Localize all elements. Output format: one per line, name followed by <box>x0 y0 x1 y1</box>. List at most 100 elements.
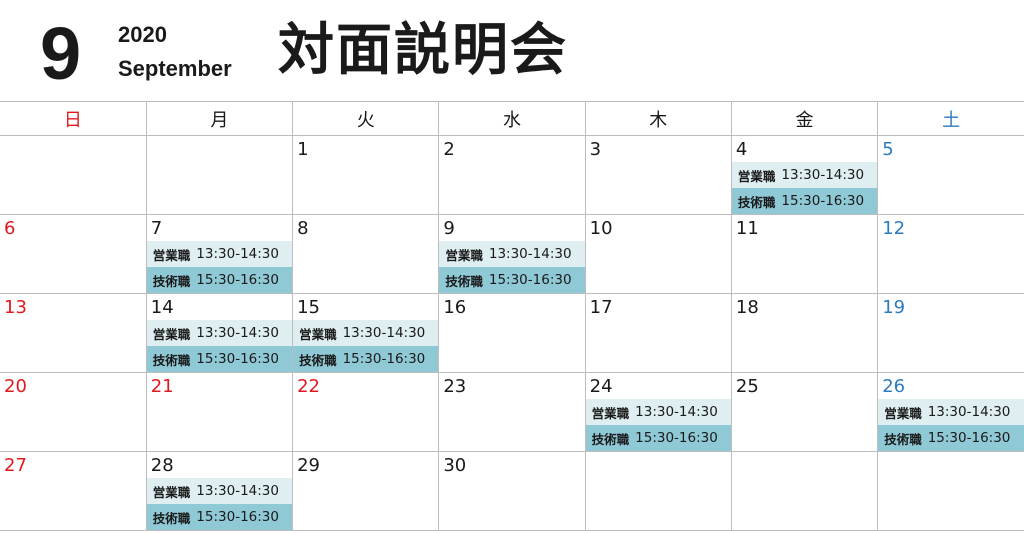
calendar-day-cell[interactable]: 23 <box>438 372 586 452</box>
calendar-day-cell <box>584 451 732 531</box>
weekday-monday: 月 <box>145 101 294 136</box>
event-label: 技術職 <box>591 431 630 447</box>
calendar-day-cell <box>877 451 1024 531</box>
calendar-day-cell[interactable]: 1 <box>292 135 440 215</box>
sales-event[interactable]: 営業職 13:30-14:30 <box>293 320 439 346</box>
calendar-day-cell[interactable]: 17 <box>584 293 732 373</box>
weekday-saturday: 土 <box>877 101 1024 136</box>
day-number: 9 <box>443 218 455 239</box>
calendar-day-cell[interactable]: 19 <box>877 293 1024 373</box>
calendar-day-cell[interactable]: 10 <box>584 214 732 294</box>
day-number: 17 <box>589 297 613 318</box>
calendar-day-cell[interactable]: 15 営業職 13:30-14:30 技術職 15:30-16:30 <box>292 293 440 373</box>
calendar-day-cell[interactable]: 21 <box>145 372 294 452</box>
calendar-day-cell[interactable]: 20 <box>0 372 147 452</box>
day-number: 8 <box>297 218 309 239</box>
day-number: 24 <box>589 376 613 397</box>
sales-event[interactable]: 営業職 13:30-14:30 <box>731 162 878 188</box>
calendar-day-cell[interactable]: 12 <box>877 214 1024 294</box>
event-label: 技術職 <box>152 352 191 368</box>
day-number: 19 <box>882 297 906 318</box>
day-number: 13 <box>4 297 27 318</box>
weekday-tuesday: 火 <box>292 101 440 136</box>
sales-event[interactable]: 営業職 13:30-14:30 <box>878 399 1024 425</box>
event-time: 15:30-16:30 <box>927 430 1011 446</box>
event-label: 営業職 <box>591 405 630 421</box>
calendar-day-cell[interactable]: 27 <box>0 451 147 531</box>
weekday-thursday: 木 <box>584 101 732 136</box>
day-number: 29 <box>297 455 320 476</box>
day-number: 14 <box>150 297 174 318</box>
calendar-day-cell[interactable]: 29 <box>292 451 440 531</box>
weekday-header-row: 日 月 火 水 木 金 土 <box>0 101 1024 136</box>
calendar-day-cell[interactable]: 5 <box>877 135 1024 215</box>
event-time: 15:30-16:30 <box>488 272 572 288</box>
calendar-day-cell <box>145 135 294 215</box>
calendar-day-cell[interactable]: 2 <box>438 135 586 215</box>
day-number: 22 <box>297 376 320 397</box>
day-number: 11 <box>735 218 759 239</box>
calendar-day-cell[interactable]: 9 営業職 13:30-14:30 技術職 15:30-16:30 <box>438 214 586 294</box>
calendar-day-cell[interactable]: 3 <box>584 135 732 215</box>
event-label: 営業職 <box>884 405 922 421</box>
day-number: 21 <box>150 376 174 397</box>
calendar-day-cell[interactable]: 8 <box>292 214 440 294</box>
calendar-day-cell[interactable]: 22 <box>292 372 440 452</box>
event-time: 13:30-14:30 <box>488 246 572 262</box>
calendar-day-cell[interactable]: 13 <box>0 293 147 373</box>
day-number: 15 <box>297 297 320 318</box>
calendar-day-cell[interactable]: 25 <box>730 372 879 452</box>
month-number: 9 <box>40 12 82 95</box>
page-title: 対面説明会 <box>278 18 568 83</box>
event-label: 技術職 <box>299 352 337 368</box>
day-number: 20 <box>4 376 27 397</box>
calendar-day-cell[interactable]: 6 <box>0 214 147 294</box>
day-number: 30 <box>443 455 467 476</box>
event-time: 13:30-14:30 <box>927 404 1011 420</box>
calendar-day-cell[interactable]: 30 <box>438 451 586 531</box>
event-label: 営業職 <box>445 247 483 263</box>
weekday-friday: 金 <box>730 101 879 136</box>
day-number: 25 <box>735 376 759 397</box>
day-number: 1 <box>297 139 309 160</box>
event-time: 13:30-14:30 <box>781 167 865 183</box>
engineering-event[interactable]: 技術職 15:30-16:30 <box>293 346 439 372</box>
day-number: 10 <box>589 218 613 239</box>
event-label: 営業職 <box>299 326 337 342</box>
day-number: 12 <box>882 218 906 239</box>
sales-event[interactable]: 営業職 13:30-14:30 <box>439 241 585 267</box>
event-label: 技術職 <box>737 194 776 210</box>
engineering-event[interactable]: 技術職 15:30-16:30 <box>439 267 585 293</box>
day-number: 23 <box>443 376 467 397</box>
month-name-label: September <box>118 56 232 81</box>
event-time: 15:30-16:30 <box>342 351 426 367</box>
event-time: 13:30-14:30 <box>196 246 279 262</box>
event-time: 15:30-16:30 <box>196 272 279 288</box>
day-number: 3 <box>589 139 602 160</box>
event-label: 営業職 <box>737 168 776 184</box>
calendar-day-cell[interactable]: 16 <box>438 293 586 373</box>
day-number: 4 <box>735 139 748 160</box>
calendar-day-cell[interactable]: 18 <box>730 293 879 373</box>
event-time: 15:30-16:30 <box>196 509 279 525</box>
calendar-day-cell[interactable]: 11 <box>730 214 879 294</box>
event-time: 13:30-14:30 <box>342 325 426 341</box>
event-label: 技術職 <box>445 273 483 289</box>
